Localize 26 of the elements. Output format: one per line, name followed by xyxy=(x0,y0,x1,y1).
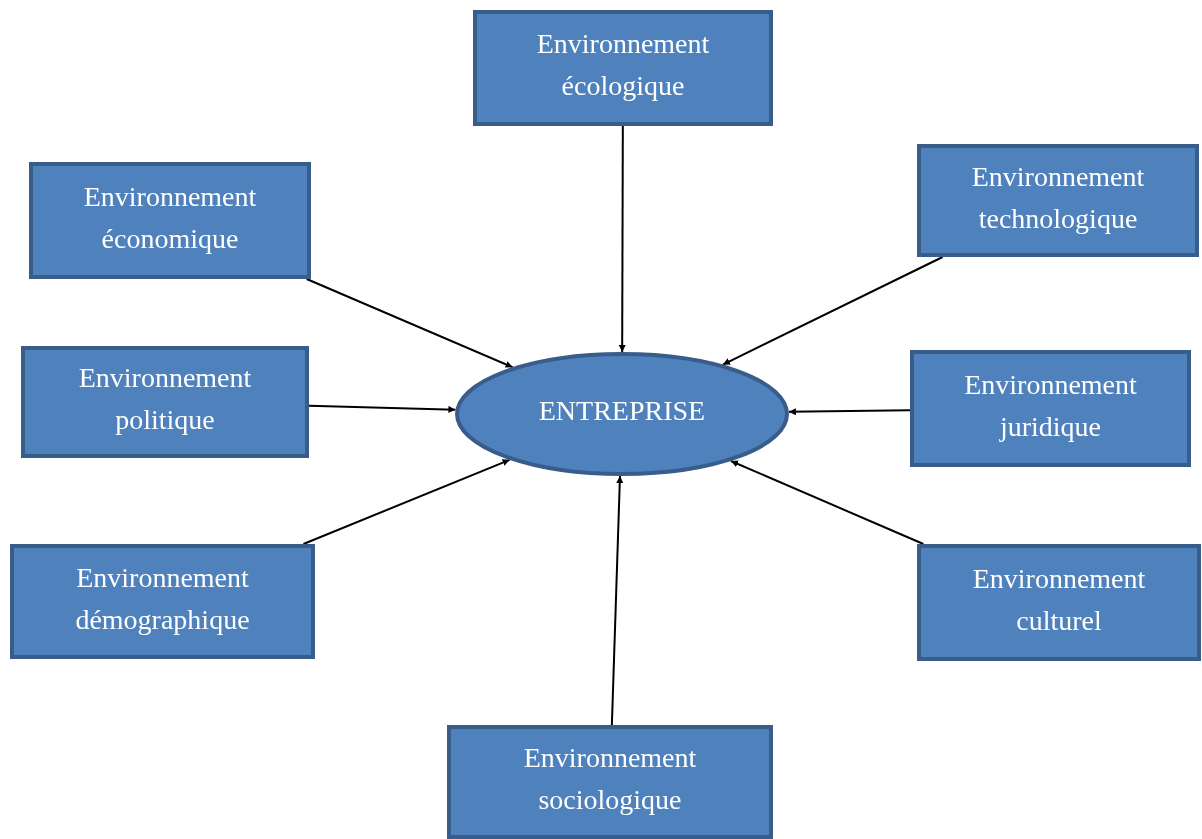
process-box xyxy=(21,346,309,458)
arrow xyxy=(305,278,514,369)
arrow xyxy=(729,460,925,545)
process-box xyxy=(473,10,773,126)
ellipse-node xyxy=(455,352,789,476)
box-label: Environnement politique xyxy=(77,361,253,437)
box-label: Environnement écologique xyxy=(535,27,711,103)
box-label: Environnement technologique xyxy=(970,159,1146,236)
box-label: Environnement économique xyxy=(82,179,258,256)
box-label: Environnement culturel xyxy=(971,561,1147,638)
process-box xyxy=(10,544,315,659)
node-label: ENTREPRISE xyxy=(538,394,706,428)
arrow xyxy=(721,256,944,366)
box-label: Environnement sociologique xyxy=(522,741,698,817)
box-label: Environnement démographique xyxy=(74,560,251,637)
process-box xyxy=(917,544,1201,661)
arrow xyxy=(308,404,457,413)
process-box xyxy=(910,350,1191,467)
process-box xyxy=(29,162,311,279)
box-label: Environnement juridique xyxy=(963,367,1138,444)
arrow xyxy=(618,125,626,353)
process-box xyxy=(917,144,1199,257)
process-box xyxy=(447,725,773,839)
arrow xyxy=(302,458,511,545)
arrow xyxy=(787,408,911,416)
arrow xyxy=(610,475,624,726)
